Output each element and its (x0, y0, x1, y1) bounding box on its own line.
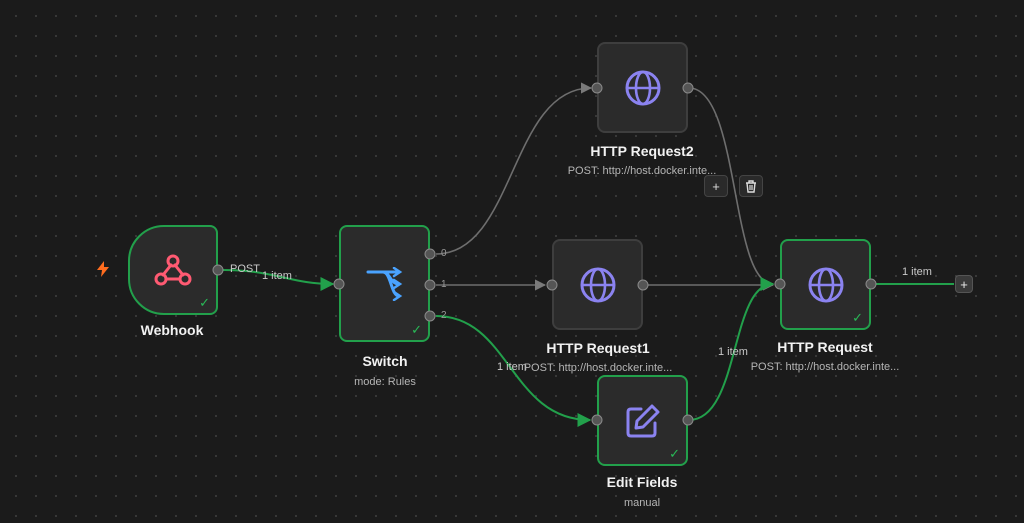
http-request1-title: HTTP Request1 (546, 340, 650, 356)
switch-output-label-2: 2 (441, 310, 447, 321)
success-check-icon: ✓ (199, 295, 210, 310)
edge-add-button[interactable]: + (704, 175, 728, 197)
edge-edit-http[interactable] (688, 277, 775, 421)
webhook-node[interactable]: ✓ (128, 225, 218, 315)
plus-icon: + (960, 276, 968, 292)
plus-icon: + (712, 178, 720, 194)
edge-switch-http2[interactable] (435, 82, 593, 255)
switch-node[interactable]: ✓ (339, 225, 430, 342)
globe-icon (580, 267, 615, 302)
http-request-output-port[interactable] (865, 278, 877, 290)
globe-icon (625, 70, 660, 105)
edit-fields-input-port[interactable] (591, 414, 603, 426)
webhook-output-port[interactable] (212, 264, 224, 276)
edge-http2-http[interactable] (688, 87, 775, 290)
switch-icon (366, 266, 402, 301)
switch-output-label-1: 1 (441, 279, 447, 290)
webhook-icon (154, 254, 192, 286)
switch-output-label-0: 0 (441, 248, 447, 259)
switch-output-port-2[interactable] (424, 310, 436, 322)
edit-fields-subtitle: manual (623, 497, 661, 509)
http-request2-subtitle: POST: http://host.docker.inte... (567, 165, 717, 177)
success-check-icon: ✓ (669, 446, 680, 461)
edit-fields-title: Edit Fields (606, 474, 678, 490)
switch-title: Switch (362, 353, 408, 369)
http-request-subtitle: POST: http://host.docker.inte... (750, 361, 900, 373)
edit-fields-node[interactable]: ✓ (597, 375, 688, 466)
success-check-icon: ✓ (852, 310, 863, 325)
http-request1-node[interactable] (552, 239, 643, 330)
edit-to-http-count: 1 item (718, 346, 748, 358)
edge-switch-edit[interactable] (435, 315, 592, 427)
add-next-node-button[interactable]: + (955, 275, 973, 293)
http-request-title: HTTP Request (777, 339, 873, 355)
switch-output-port-1[interactable] (424, 279, 436, 291)
globe-icon (808, 267, 843, 302)
edge-delete-button[interactable] (739, 175, 763, 197)
http-request1-output-port[interactable] (637, 279, 649, 291)
http-request-node[interactable]: ✓ (780, 239, 871, 330)
http-request2-input-port[interactable] (591, 82, 603, 94)
http-request1-input-port[interactable] (546, 279, 558, 291)
http-request2-title: HTTP Request2 (590, 143, 694, 159)
edit-fields-output-port[interactable] (682, 414, 694, 426)
edge-webhook-switch[interactable] (222, 269, 335, 291)
webhook-output-label: POST (230, 263, 260, 275)
switch-subtitle: mode: Rules (354, 376, 416, 388)
pencil-icon (626, 404, 659, 437)
webhook-title: Webhook (140, 322, 204, 338)
http-request-input-port[interactable] (774, 278, 786, 290)
trash-icon (746, 179, 756, 193)
switch-output-port-0[interactable] (424, 248, 436, 260)
http-request1-subtitle: POST: http://host.docker.inte... (523, 362, 673, 374)
switch-input-port[interactable] (333, 278, 345, 290)
success-check-icon: ✓ (411, 322, 422, 337)
webhook-to-switch-count: 1 item (262, 270, 292, 282)
switch-to-edit-count: 1 item (497, 361, 527, 373)
trigger-bolt-icon (97, 261, 109, 277)
http-request2-node[interactable] (597, 42, 688, 133)
http-request2-output-port[interactable] (682, 82, 694, 94)
http-output-count: 1 item (902, 266, 932, 278)
